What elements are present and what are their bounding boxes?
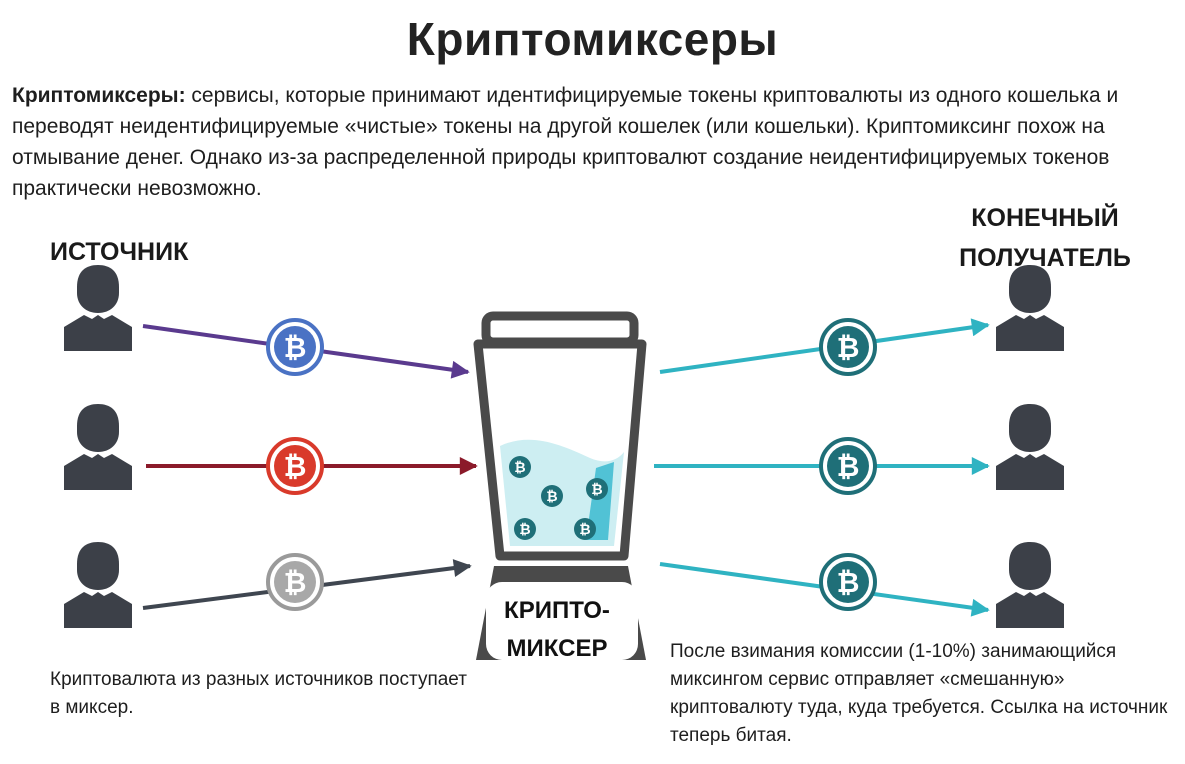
blender-base — [476, 566, 646, 660]
bitcoin-glyph: ₿ — [837, 450, 860, 483]
bitcoin-icon-mix-2: ₿ — [541, 485, 563, 507]
bitcoin-icon-source-1: ₿ — [266, 318, 324, 376]
bitcoin-icon-source-3: ₿ — [266, 553, 324, 611]
intro-paragraph: Криптомиксеры: сервисы, которые принимаю… — [12, 80, 1172, 204]
intro-text: сервисы, которые принимают идентифицируе… — [12, 84, 1119, 200]
bitcoin-glyph: ₿ — [284, 450, 307, 483]
destination-header-line-1: КОНЕЧНЫЙ — [971, 204, 1119, 232]
bitcoin-icon-mix-4: ₿ — [514, 518, 536, 540]
destination-person-icon-2 — [996, 404, 1064, 490]
source-person-icon-1 — [64, 265, 132, 351]
source-note: Криптовалюта из разных источников поступ… — [50, 669, 467, 718]
bitcoin-icon-source-2: ₿ — [266, 437, 324, 495]
bitcoin-glyph: ₿ — [514, 460, 525, 476]
source-header: ИСТОЧНИК — [50, 238, 189, 266]
bitcoin-glyph: ₿ — [579, 522, 590, 538]
destination-header-line-2: ПОЛУЧАТЕЛЬ — [959, 244, 1131, 272]
bitcoin-glyph: ₿ — [519, 522, 530, 538]
bitcoin-glyph: ₿ — [284, 566, 307, 599]
destination-header: КОНЕЧНЫЙ ПОЛУЧАТЕЛЬ — [950, 198, 1140, 278]
blender-icon: ₿ ₿ ₿ ₿ ₿ — [473, 311, 647, 660]
destination-person-icon-1 — [996, 265, 1064, 351]
destination-note: После взимания комиссии (1-10%) занимающ… — [670, 641, 1168, 746]
mixer-label-line-1: КРИПТО- — [504, 597, 610, 624]
source-person-icon-2 — [64, 404, 132, 490]
bitcoin-icon-mix-3: ₿ — [586, 478, 608, 500]
bitcoin-glyph: ₿ — [837, 331, 860, 364]
mixer-label-line-2: МИКСЕР — [506, 635, 608, 662]
bitcoin-icon-output-3: ₿ — [819, 553, 877, 611]
mixer-label: КРИПТО- МИКСЕР — [482, 592, 632, 668]
bitcoin-icon-output-2: ₿ — [819, 437, 877, 495]
blender-lid — [481, 311, 639, 347]
bitcoin-glyph: ₿ — [837, 566, 860, 599]
intro-term: Криптомиксеры: — [12, 84, 186, 107]
source-person-icon-3 — [64, 542, 132, 628]
bitcoin-glyph: ₿ — [546, 489, 557, 505]
bitcoin-glyph: ₿ — [284, 331, 307, 364]
bitcoin-icon-mix-5: ₿ — [574, 518, 596, 540]
bitcoin-icon-output-1: ₿ — [819, 318, 877, 376]
destination-person-icon-3 — [996, 542, 1064, 628]
bitcoin-glyph: ₿ — [591, 482, 602, 498]
page-title: Криптомиксеры — [406, 13, 779, 65]
bitcoin-icon-mix-1: ₿ — [509, 456, 531, 478]
